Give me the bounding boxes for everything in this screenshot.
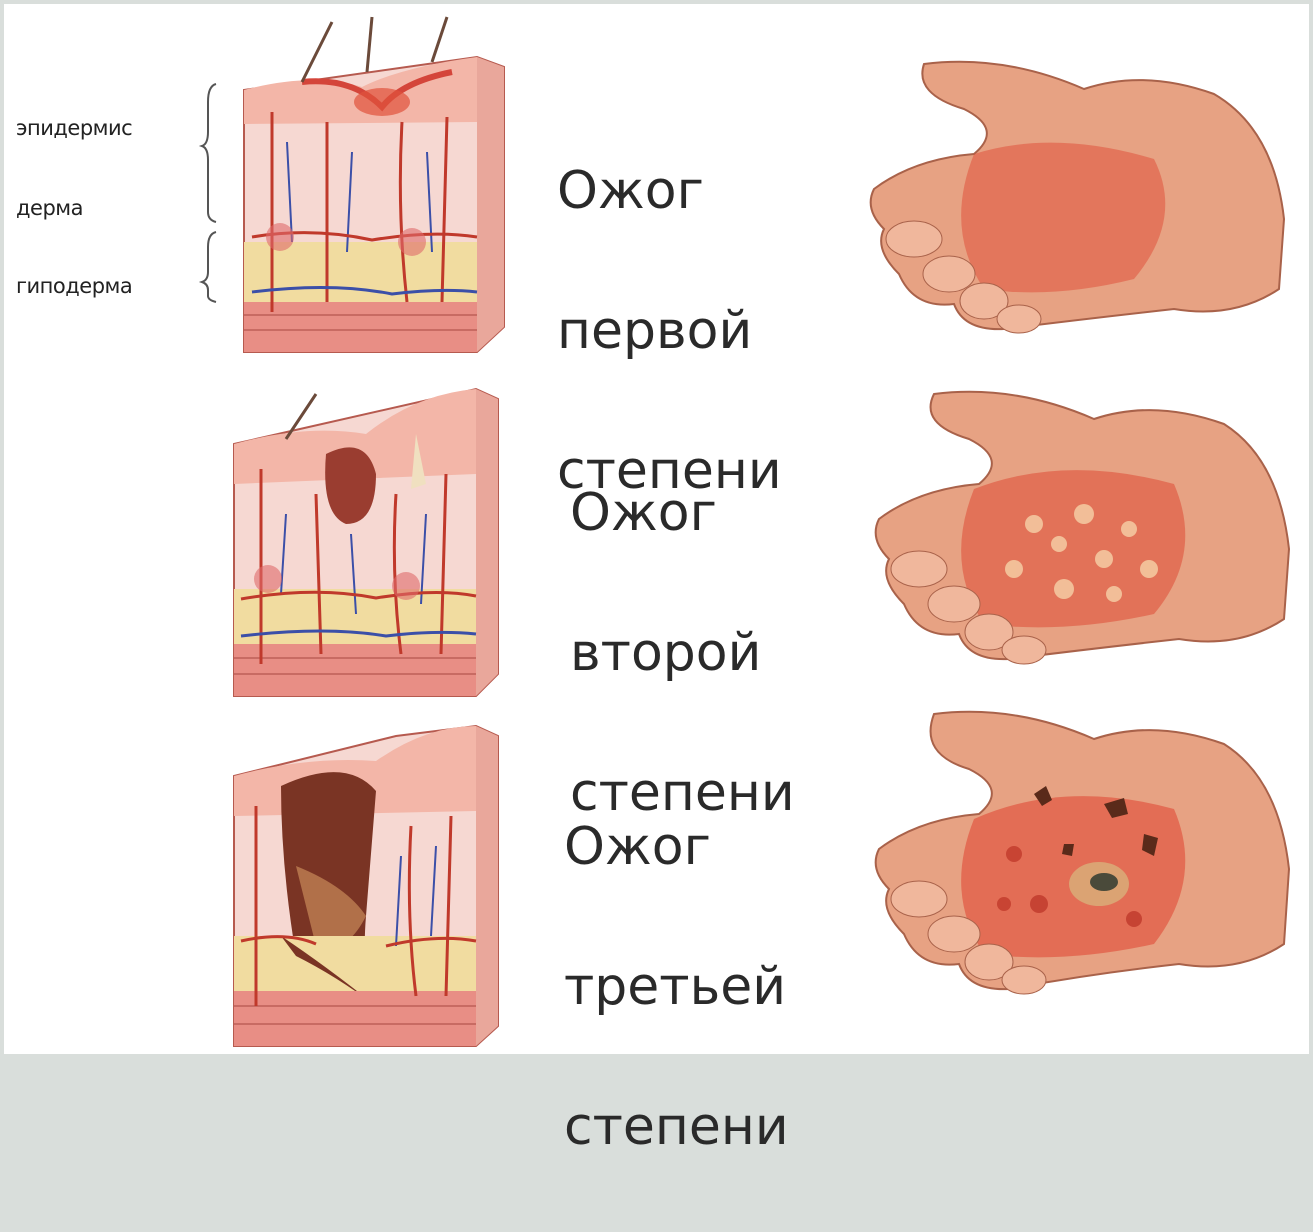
title-third-line1: Ожог	[564, 812, 789, 882]
skin-block-second-degree	[226, 374, 516, 704]
title-second-line2: второй	[570, 618, 795, 688]
title-third-degree: Ожог третьей степени	[564, 742, 789, 1232]
label-hypodermis: гиподерма	[16, 274, 132, 298]
title-third-line3: степени	[564, 1092, 789, 1162]
label-epidermis: эпидермис	[16, 116, 132, 140]
layer-braces	[202, 82, 222, 302]
hand-second-degree	[864, 384, 1294, 669]
skin-block-third-degree	[226, 716, 516, 1056]
hand-third-degree	[864, 704, 1294, 1004]
title-second-line1: Ожог	[570, 478, 795, 548]
title-first-line2: первой	[557, 296, 782, 366]
title-first-line1: Ожог	[557, 156, 782, 226]
label-dermis: дерма	[16, 196, 83, 220]
title-third-line2: третьей	[564, 952, 789, 1022]
diagram-frame: эпидермис дерма гиподерма	[4, 4, 1309, 1054]
hand-first-degree	[854, 49, 1294, 339]
skin-block-first-degree	[232, 12, 522, 364]
